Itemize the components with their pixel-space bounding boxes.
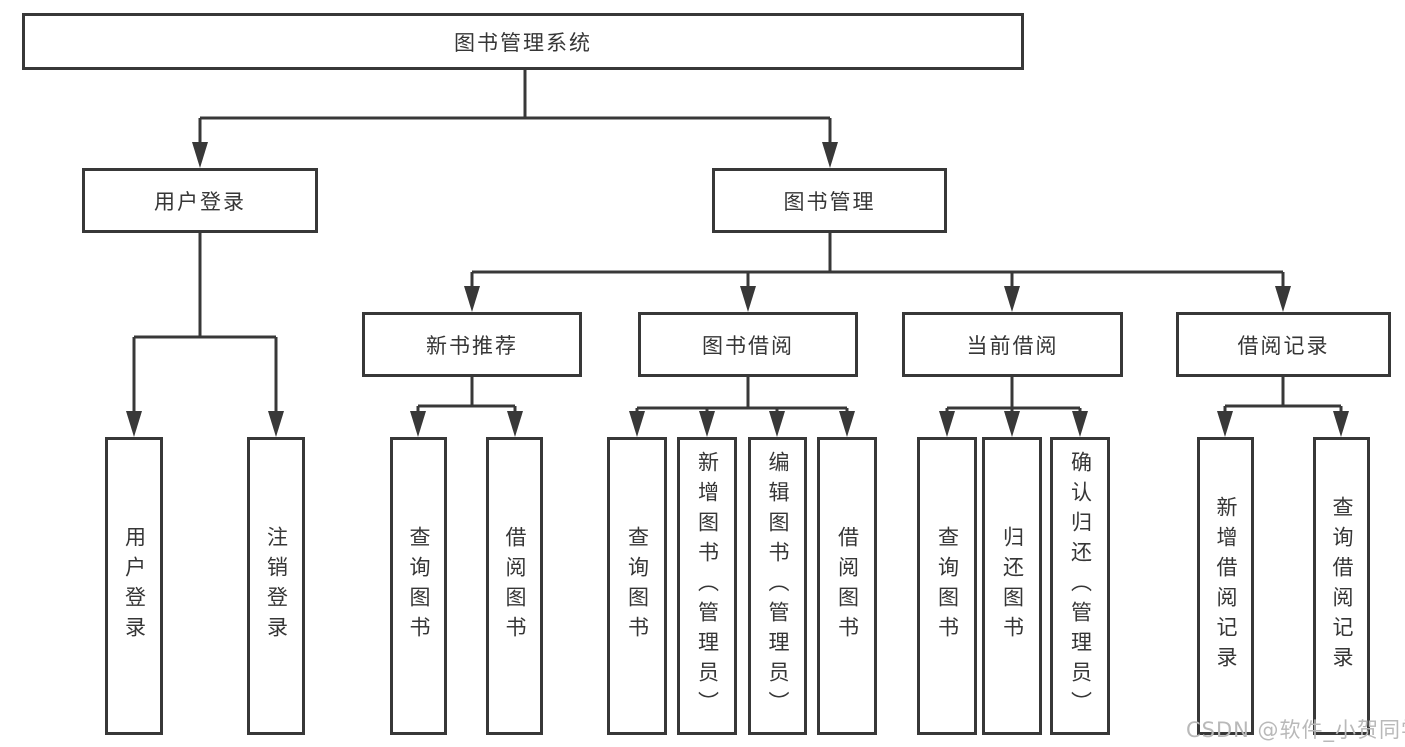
- node-label: 图书管理系统: [454, 30, 592, 55]
- node-borrowing-records: 借阅记录: [1176, 312, 1391, 377]
- leaf-borrowing-borrow-books: 借阅图书: [817, 437, 877, 735]
- node-label: 用户登录: [154, 189, 246, 214]
- node-user-login: 用户登录: [82, 168, 318, 233]
- node-book-borrowing: 图书借阅: [638, 312, 858, 377]
- node-book-management: 图书管理: [712, 168, 947, 233]
- node-label: 新书推荐: [426, 333, 518, 358]
- leaf-borrowing-query-books: 查询图书: [607, 437, 667, 735]
- leaf-confirm-return-admin: 确认归还（管理员）: [1050, 437, 1110, 735]
- csdn-watermark: CSDN @软件_小贺同学: [1186, 718, 1405, 742]
- node-label: 图书借阅: [702, 333, 794, 358]
- node-label: 当前借阅: [966, 333, 1059, 358]
- leaf-query-borrow-record: 查询借阅记录: [1313, 437, 1370, 735]
- node-library-system: 图书管理系统: [22, 13, 1024, 70]
- node-label: 查询图书: [407, 526, 431, 646]
- leaf-current-query-books: 查询图书: [917, 437, 977, 735]
- node-label: 编辑图书（管理员）: [766, 451, 790, 721]
- node-label: 用户登录: [122, 526, 147, 646]
- node-label: 查询图书: [625, 526, 650, 646]
- node-label: 注销登录: [264, 526, 289, 646]
- node-label: 确认归还（管理员）: [1068, 451, 1093, 721]
- leaf-edit-books-admin: 编辑图书（管理员）: [748, 437, 807, 735]
- leaf-recommend-borrow-books: 借阅图书: [486, 437, 543, 735]
- node-label: 归还图书: [1000, 526, 1025, 646]
- node-label: 新增图书（管理员）: [695, 451, 720, 721]
- node-label: 查询借阅记录: [1330, 496, 1354, 676]
- node-label: 图书管理: [783, 189, 876, 214]
- leaf-user-login: 用户登录: [105, 437, 163, 735]
- leaf-add-borrow-record: 新增借阅记录: [1197, 437, 1254, 735]
- node-label: 新增借阅记录: [1214, 496, 1238, 676]
- leaf-recommend-query-books: 查询图书: [390, 437, 447, 735]
- node-label: 借阅图书: [835, 526, 860, 646]
- node-label: 借阅图书: [503, 526, 527, 646]
- leaf-return-books: 归还图书: [982, 437, 1042, 735]
- leaf-logout: 注销登录: [247, 437, 305, 735]
- leaf-add-books-admin: 新增图书（管理员）: [677, 437, 737, 735]
- node-current-borrowing: 当前借阅: [902, 312, 1123, 377]
- node-label: 查询图书: [935, 526, 960, 646]
- node-label: 借阅记录: [1237, 333, 1330, 358]
- node-new-book-recommend: 新书推荐: [362, 312, 582, 377]
